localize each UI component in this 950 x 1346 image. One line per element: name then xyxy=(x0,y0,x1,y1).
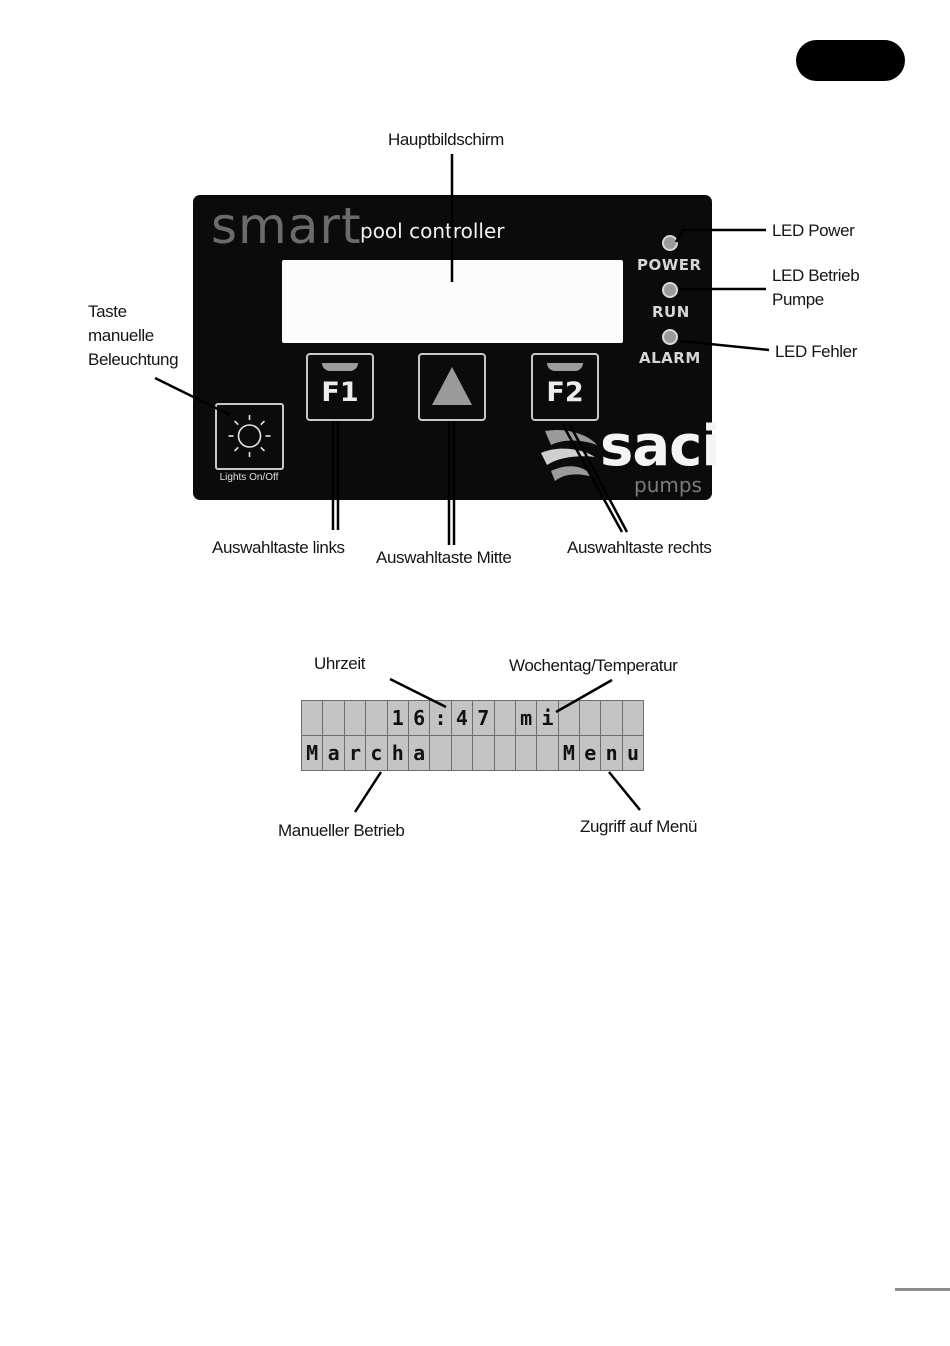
f2-label: F2 xyxy=(546,377,584,408)
callout-key-right: Auswahltaste rechts xyxy=(567,538,712,557)
brand-pool-controller: pool controller xyxy=(360,219,505,243)
saci-swirl-icon xyxy=(541,429,597,481)
power-led-label: POWER xyxy=(637,256,702,274)
lcd-cell xyxy=(536,735,559,771)
lcd-row-1: 1 6 : 4 7 m i xyxy=(300,700,645,736)
main-screen xyxy=(282,260,623,343)
callout-weekday: Wochentag/Temperatur xyxy=(509,656,678,675)
callout-light-button-line1: Taste xyxy=(88,302,127,321)
lcd-cell xyxy=(600,700,623,736)
lights-button-label: Lights On/Off xyxy=(219,472,279,483)
callout-key-middle: Auswahltaste Mitte xyxy=(376,548,512,567)
f2-indicator xyxy=(547,363,583,371)
lcd-cell: a xyxy=(322,735,345,771)
lcd-cell: u xyxy=(621,735,645,771)
lcd-row-2: M a r c h a M e n u xyxy=(300,735,645,771)
sun-icon xyxy=(228,415,271,457)
lcd-cell xyxy=(493,735,516,771)
callout-main-screen: Hauptbildschirm xyxy=(388,130,504,149)
lcd-cell xyxy=(493,700,516,736)
lcd-cell: n xyxy=(600,735,623,771)
lcd-cell: M xyxy=(300,735,324,771)
lcd-cell: 1 xyxy=(386,700,409,736)
lcd-cell xyxy=(429,735,452,771)
lcd-cell xyxy=(450,735,474,771)
callout-led-power: LED Power xyxy=(772,221,855,240)
lcd-cell: : xyxy=(429,700,452,736)
f1-button[interactable]: F1 xyxy=(306,353,374,421)
callout-time: Uhrzeit xyxy=(314,654,366,673)
f1-indicator xyxy=(322,363,358,371)
lcd-cell: i xyxy=(536,700,559,736)
lcd-cell: r xyxy=(343,735,367,771)
lcd-cell: M xyxy=(557,735,581,771)
lcd-cell: m xyxy=(514,700,538,736)
lcd-cell xyxy=(579,700,602,736)
saci-logo-text: saci xyxy=(600,414,721,479)
lcd-cell: h xyxy=(386,735,409,771)
lcd-cell: e xyxy=(579,735,602,771)
f1-label: F1 xyxy=(321,377,359,408)
callout-key-left: Auswahltaste links xyxy=(212,538,345,557)
power-led xyxy=(662,235,678,251)
saci-logo-subtext: pumps xyxy=(634,473,702,497)
lcd-display: 1 6 : 4 7 m i M a r c h a M e n u xyxy=(300,700,645,771)
up-button[interactable] xyxy=(418,353,486,421)
lcd-cell: 4 xyxy=(450,700,474,736)
page-footer-bar xyxy=(895,1288,950,1291)
callout-light-button-line3: Beleuchtung xyxy=(88,350,179,369)
lcd-cell xyxy=(514,735,538,771)
lights-button[interactable] xyxy=(215,403,284,470)
brand-smart: smart xyxy=(211,197,362,255)
lcd-cell xyxy=(343,700,367,736)
callout-menu: Zugriff auf Menü xyxy=(580,817,698,836)
lcd-cell: c xyxy=(365,735,388,771)
callout-light-button-line2: manuelle xyxy=(88,326,154,345)
alarm-led-label: ALARM xyxy=(639,349,701,367)
callout-manual: Manueller Betrieb xyxy=(278,821,405,840)
lcd-cell: 7 xyxy=(472,700,495,736)
callout-led-alarm: LED Fehler xyxy=(775,342,857,361)
f2-button[interactable]: F2 xyxy=(531,353,599,421)
lcd-cell xyxy=(621,700,645,736)
lcd-cell xyxy=(300,700,324,736)
lcd-cell xyxy=(365,700,388,736)
lcd-cell: a xyxy=(407,735,431,771)
callout-led-run-line1: LED Betrieb xyxy=(772,266,860,285)
alarm-led xyxy=(662,329,678,345)
lcd-cell xyxy=(557,700,581,736)
run-led-label: RUN xyxy=(652,303,690,321)
run-led xyxy=(662,282,678,298)
page-marker-pill xyxy=(796,40,905,81)
lcd-cell xyxy=(322,700,345,736)
lcd-cell xyxy=(472,735,495,771)
lcd-cell: 6 xyxy=(407,700,431,736)
up-arrow-icon xyxy=(432,367,472,405)
callout-led-run-line2: Pumpe xyxy=(772,290,824,309)
